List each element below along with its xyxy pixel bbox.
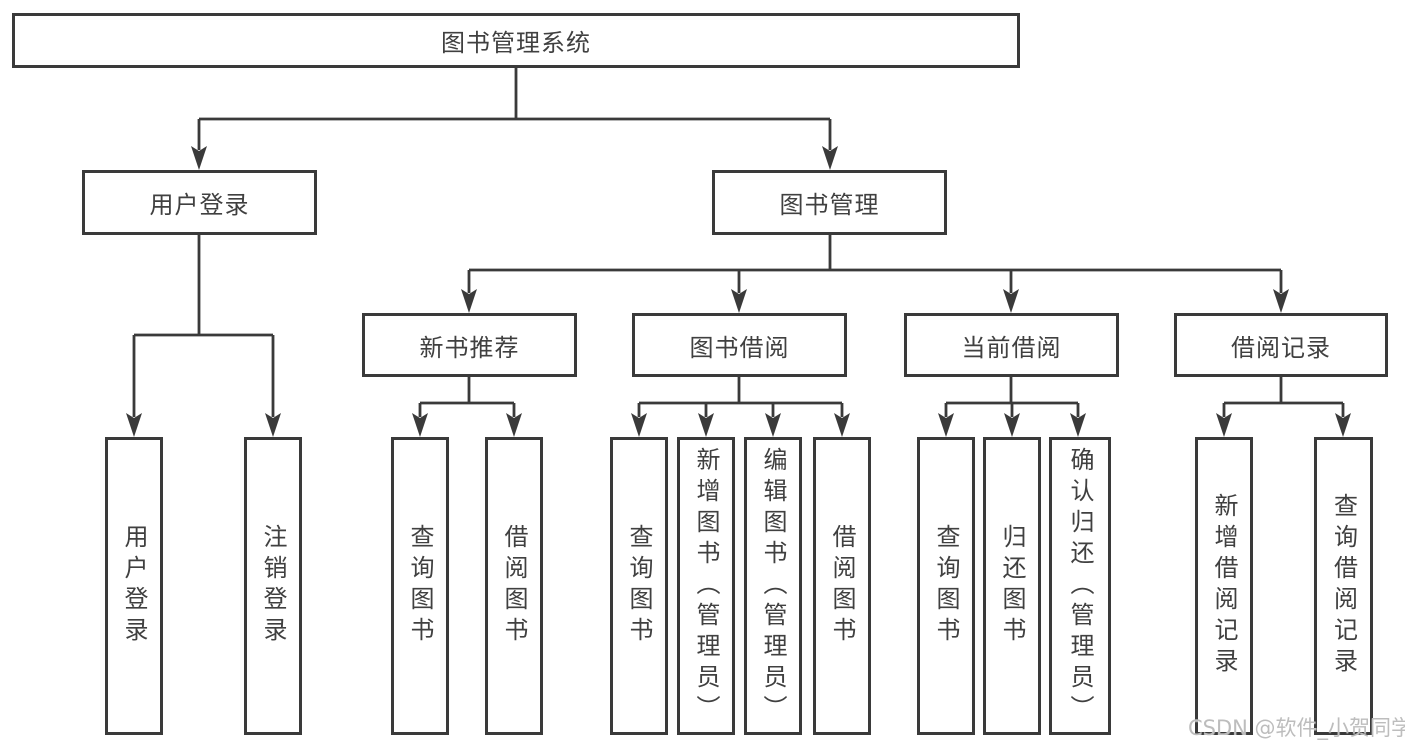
leaf-label: 查询图书 [625, 524, 653, 648]
leaf-user-login: 用户登录 [105, 437, 163, 735]
leaf-borrow-books-recommend: 借阅图书 [485, 437, 543, 735]
leaf-label: 归还图书 [998, 524, 1026, 648]
leaf-logout: 注销登录 [244, 437, 302, 735]
leaf-return-books: 归还图书 [983, 437, 1041, 735]
leaf-query-borrow-record: 查询借阅记录 [1314, 437, 1373, 735]
node-borrowing-records: 借阅记录 [1174, 313, 1388, 377]
node-label: 用户登录 [149, 191, 250, 219]
connector-root-to-level2 [191, 68, 838, 170]
leaf-add-books-admin: 新增图书（管理员） [677, 437, 735, 735]
node-label: 新书推荐 [419, 333, 520, 362]
connector-new-books-to-leaves [412, 377, 522, 437]
node-label: 图书管理系统 [441, 29, 591, 57]
node-label: 借阅记录 [1231, 333, 1331, 362]
node-user-login: 用户登录 [82, 170, 317, 235]
leaf-label: 用户登录 [120, 524, 148, 648]
leaf-label: 查询图书 [932, 524, 960, 648]
leaf-label: 编辑图书（管理员） [759, 446, 787, 726]
node-new-book-recommendation: 新书推荐 [362, 313, 577, 377]
leaf-add-borrow-record: 新增借阅记录 [1195, 437, 1253, 735]
leaf-confirm-return-admin: 确认归还（管理员） [1049, 437, 1111, 735]
leaf-label: 确认归还（管理员） [1066, 446, 1094, 726]
leaf-label: 借阅图书 [828, 524, 856, 648]
leaf-label: 借阅图书 [500, 524, 528, 648]
connector-current-borrowing-to-leaves [938, 377, 1086, 437]
node-book-borrowing: 图书借阅 [632, 313, 847, 377]
node-current-borrowing: 当前借阅 [904, 313, 1119, 377]
connector-user-login-to-leaves [126, 235, 281, 437]
leaf-label: 新增图书（管理员） [692, 446, 720, 726]
connector-borrowing-records-to-leaves [1216, 377, 1351, 437]
leaf-label: 注销登录 [259, 524, 287, 648]
node-label: 图书借阅 [689, 333, 790, 362]
leaf-edit-books-admin: 编辑图书（管理员） [744, 437, 802, 735]
leaf-query-books-current: 查询图书 [917, 437, 975, 735]
node-book-management: 图书管理 [712, 170, 947, 235]
node-label: 图书管理 [779, 191, 880, 219]
leaf-query-books-recommend: 查询图书 [391, 437, 449, 735]
node-library-management-system: 图书管理系统 [12, 13, 1020, 68]
leaf-query-books-borrowing: 查询图书 [610, 437, 668, 735]
csdn-watermark: CSDN @软件_小贺同学 [1188, 716, 1405, 740]
leaf-borrow-books: 借阅图书 [813, 437, 871, 735]
node-label: 当前借阅 [961, 333, 1062, 362]
connector-book-management-to-level3 [461, 235, 1289, 313]
leaf-label: 查询图书 [406, 524, 434, 648]
connector-book-borrowing-to-leaves [631, 377, 850, 437]
leaf-label: 查询借阅记录 [1329, 493, 1358, 679]
leaf-label: 新增借阅记录 [1210, 493, 1238, 679]
